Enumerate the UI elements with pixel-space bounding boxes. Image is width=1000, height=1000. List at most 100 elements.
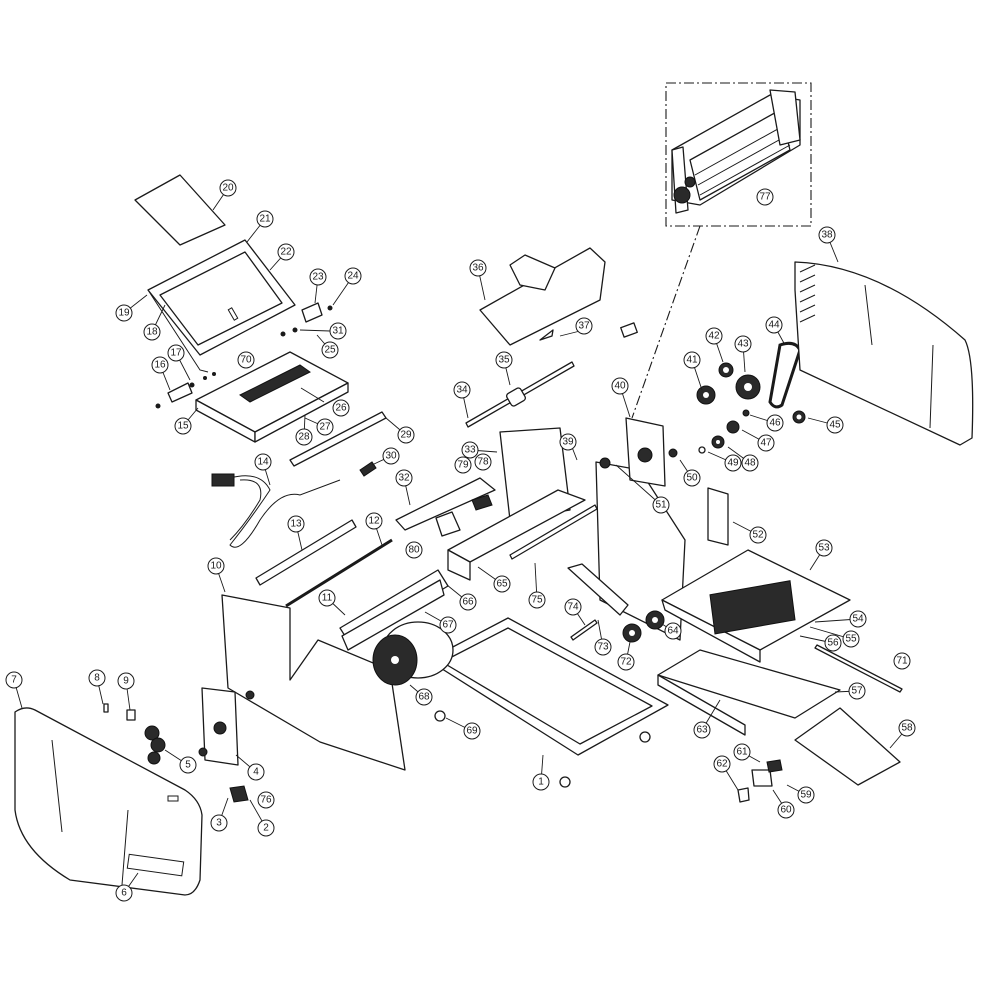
callout-number: 38: [821, 230, 833, 241]
callout-number: 28: [298, 432, 310, 443]
callout-circle: [652, 496, 670, 514]
callout-part-39: 39: [559, 433, 577, 451]
callout-part-79: 79: [454, 456, 472, 474]
callout-part-24: 24: [344, 267, 362, 285]
callout-circle: [453, 381, 471, 399]
callout-number: 61: [736, 747, 748, 758]
callout-number: 47: [760, 438, 772, 449]
callout-number: 49: [727, 458, 739, 469]
callout-part-9: 9: [117, 672, 135, 690]
callout-number: 53: [818, 543, 830, 554]
callout-circle: [575, 317, 593, 335]
callout-part-59: 59: [797, 786, 815, 804]
callout-circle: [842, 630, 860, 648]
callout-part-78: 78: [474, 453, 492, 471]
callout-part-3: 3: [210, 814, 228, 832]
callout-part-56: 56: [824, 634, 842, 652]
callout-part-30: 30: [382, 447, 400, 465]
callout-part-32: 32: [395, 469, 413, 487]
callout-circle: [826, 416, 844, 434]
callout-part-44: 44: [765, 316, 783, 334]
callout-part-26: 26: [332, 399, 350, 417]
callout-circle: [254, 453, 272, 471]
callout-circle: [741, 454, 759, 472]
part-38-side-cover: [794, 261, 974, 446]
callout-number: 43: [737, 339, 749, 350]
callout-part-6: 6: [115, 884, 133, 902]
callout-part-21: 21: [256, 210, 274, 228]
callout-circle: [257, 791, 275, 809]
callout-number: 7: [11, 675, 17, 686]
callout-number: 57: [851, 686, 863, 697]
callout-circle: [219, 179, 237, 197]
callout-circle: [495, 351, 513, 369]
callout-circle: [818, 226, 836, 244]
callout-circle: [287, 515, 305, 533]
callout-circle: [88, 669, 106, 687]
callout-part-62: 62: [713, 755, 731, 773]
callout-circle: [257, 819, 275, 837]
callout-part-51: 51: [652, 496, 670, 514]
callout-number: 40: [614, 381, 626, 392]
callout-part-76: 76: [257, 791, 275, 809]
callout-part-14: 14: [254, 453, 272, 471]
drive-gears: [696, 362, 806, 454]
callout-circle: [493, 575, 511, 593]
callout-circle: [797, 786, 815, 804]
small-switch-parts: [737, 759, 783, 803]
callout-circle: [454, 456, 472, 474]
callout-circle: [683, 469, 701, 487]
callout-part-10: 10: [207, 557, 225, 575]
callout-number: 9: [123, 676, 129, 687]
callout-part-68: 68: [415, 688, 433, 706]
callout-number: 20: [222, 183, 234, 194]
part-14-power-cord: [211, 473, 341, 548]
callout-number: 22: [280, 247, 292, 258]
callout-part-80: 80: [405, 541, 423, 559]
callout-part-31: 31: [329, 322, 347, 340]
callout-circle: [237, 351, 255, 369]
callout-number: 18: [146, 327, 158, 338]
callout-part-34: 34: [453, 381, 471, 399]
callout-circle: [318, 589, 336, 607]
callout-circle: [365, 512, 383, 530]
callout-part-52: 52: [749, 526, 767, 544]
callout-part-27: 27: [316, 418, 334, 436]
callout-part-73: 73: [594, 638, 612, 656]
callout-part-23: 23: [309, 268, 327, 286]
callout-number: 55: [845, 634, 857, 645]
callout-part-58: 58: [898, 719, 916, 737]
callout-number: 79: [457, 460, 469, 471]
callout-part-48: 48: [741, 454, 759, 472]
callout-part-54: 54: [849, 610, 867, 628]
callout-circle: [256, 210, 274, 228]
callout-number: 8: [94, 673, 100, 684]
callout-part-35: 35: [495, 351, 513, 369]
callout-part-2: 2: [257, 819, 275, 837]
callout-part-60: 60: [777, 801, 795, 819]
callout-number: 1: [538, 777, 544, 788]
callout-circle: [733, 743, 751, 761]
callout-number: 29: [400, 430, 412, 441]
callout-circle: [713, 755, 731, 773]
callout-number: 2: [263, 823, 269, 834]
callout-circle: [617, 653, 635, 671]
callout-number: 26: [335, 403, 347, 414]
callout-circle: [179, 756, 197, 774]
part-32-plate: [395, 477, 496, 531]
callout-number: 15: [177, 421, 189, 432]
callout-part-36: 36: [469, 259, 487, 277]
callout-circle: [397, 426, 415, 444]
callout-circle: [117, 672, 135, 690]
callout-circle: [344, 267, 362, 285]
callout-number: 50: [686, 473, 698, 484]
callout-part-7: 7: [5, 671, 23, 689]
callout-number: 75: [531, 595, 543, 606]
callout-circle: [395, 469, 413, 487]
callout-number: 64: [667, 626, 679, 637]
callout-part-40: 40: [611, 377, 629, 395]
part-80-block: [435, 511, 461, 537]
callout-circle: [167, 344, 185, 362]
part-20-cover-plate: [134, 174, 226, 246]
